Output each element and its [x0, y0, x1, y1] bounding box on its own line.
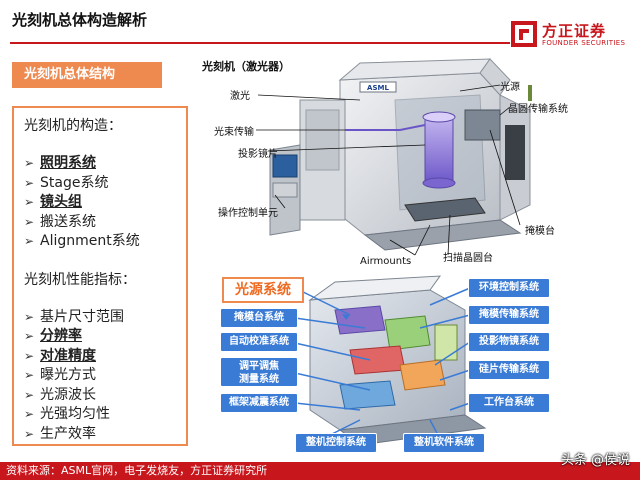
box-wafer-transport: 硅片传输系统 — [468, 360, 550, 380]
performance-item-label: 光强均匀性 — [40, 406, 110, 422]
box-work-stage: 工作台系统 — [468, 393, 550, 413]
label-wafer-transport: 晶圆传输系统 — [508, 104, 568, 115]
construction-panel: 光刻机的构造： ➢ 照明系统 ➢ Stage系统 ➢ 镜头组 ➢ 搬送系统 ➢ Alignment… — [12, 106, 188, 446]
performance-item-label: 对准精度 — [40, 347, 96, 364]
page-title: 光刻机总体构造解析 — [12, 11, 148, 29]
logo-text-cn: 方正证券 — [542, 22, 607, 40]
performance-item: ➢ 生产效率 — [24, 425, 186, 445]
title-divider — [10, 42, 510, 44]
arrow-right-icon: ➢ — [24, 214, 35, 229]
performance-item: ➢ 曝光方式 — [24, 366, 186, 386]
performance-item-label: 基片尺寸范围 — [40, 308, 124, 325]
arrow-right-icon: ➢ — [24, 368, 35, 382]
construction-item-label: 镜头组 — [40, 194, 82, 210]
performance-item: ➢ 光强均匀性 — [24, 405, 186, 425]
performance-item: ➢ 对准精度 — [24, 347, 186, 367]
label-wafer-stage: 扫描晶圆台 — [443, 253, 493, 264]
construction-item-label: 搬送系统 — [40, 213, 96, 230]
footer-bar — [0, 462, 640, 480]
logo-text-en: FOUNDER SECURITIES — [542, 39, 626, 47]
construction-list: ➢ 照明系统 ➢ Stage系统 ➢ 镜头组 ➢ 搬送系统 ➢ Alignment系统 — [24, 154, 186, 252]
construction-item: ➢ 搬送系统 — [24, 213, 186, 233]
section-tag: 光刻机总体结构 — [12, 62, 162, 88]
arrow-right-icon: ➢ — [24, 175, 35, 190]
lithography-machine-figure: ASML 光刻机（激光器） 激光 光源 晶圆传输系统 光束传输 投影镜片 操作控… — [200, 55, 640, 270]
construction-item: ➢ Stage系统 — [24, 174, 186, 194]
box-machine-software: 整机软件系统 — [403, 433, 485, 453]
performance-heading: 光刻机性能指标： — [24, 271, 136, 288]
label-beam-transport: 光束传输 — [214, 127, 254, 138]
subsystem-illustration — [294, 275, 487, 446]
arrow-right-icon: ➢ — [24, 426, 35, 441]
box-leveling-focus: 调平调焦 测量系统 — [220, 357, 298, 387]
box-environment-control: 环境控制系统 — [468, 278, 550, 298]
asml-brand-label: ASML — [367, 84, 389, 92]
arrow-right-icon: ➢ — [24, 348, 35, 363]
box-machine-control: 整机控制系统 — [295, 433, 377, 453]
arrow-right-icon: ➢ — [24, 407, 35, 421]
construction-item-label: Alignment系统 — [40, 233, 140, 249]
label-laser: 激光 — [230, 91, 250, 102]
performance-item: ➢ 光源波长 — [24, 386, 186, 406]
label-light-source: 光源 — [500, 82, 520, 93]
label-control-unit: 操作控制单元 — [218, 208, 278, 219]
performance-item: ➢ 分辨率 — [24, 327, 186, 347]
arrow-right-icon: ➢ — [24, 329, 35, 343]
subsystem-diagram — [200, 270, 640, 460]
source-note: 资料来源：ASML官网，电子发烧友，方正证券研究所 — [6, 464, 268, 477]
box-projection-objective: 投影物镜系统 — [468, 332, 550, 352]
construction-item: ➢ 镜头组 — [24, 193, 186, 213]
founder-logo: 方正证券 FOUNDER SECURITIES — [510, 20, 630, 52]
construction-item-label: Stage系统 — [40, 174, 109, 191]
label-projection-lens: 投影镜片 — [238, 149, 278, 160]
figure-caption: 光刻机（激光器） — [202, 60, 290, 73]
machine-illustration: ASML — [256, 58, 532, 256]
performance-item-label: 光源波长 — [40, 386, 96, 403]
construction-item-label: 照明系统 — [40, 155, 96, 171]
box-reticle-stage-system: 掩模台系统 — [220, 308, 298, 328]
label-airmounts: Airmounts — [360, 256, 412, 267]
performance-item-label: 生产效率 — [40, 425, 96, 442]
performance-item-label: 曝光方式 — [40, 367, 96, 383]
performance-list: ➢ 基片尺寸范围 ➢ 分辨率 ➢ 对准精度 ➢ 曝光方式 ➢ 光源波长 ➢ 光强均匀性 ➢ 生产效率 — [24, 308, 186, 445]
box-auto-calibration: 自动校准系统 — [220, 332, 298, 352]
box-frame-damping: 框架减震系统 — [220, 393, 298, 413]
arrow-right-icon: ➢ — [24, 156, 35, 170]
box-reticle-transport: 掩模传输系统 — [468, 305, 550, 325]
construction-item: ➢ 照明系统 — [24, 154, 186, 174]
founder-logo-icon — [511, 21, 537, 47]
arrow-right-icon: ➢ — [24, 195, 35, 209]
performance-item: ➢ 基片尺寸范围 — [24, 308, 186, 328]
arrow-right-icon: ➢ — [24, 309, 35, 324]
construction-heading: 光刻机的构造： — [24, 118, 122, 134]
light-source-title: 光源系统 — [222, 277, 304, 303]
watermark: 头条 @侯说 — [560, 453, 630, 468]
arrow-right-icon: ➢ — [24, 387, 35, 402]
label-reticle-stage: 掩模台 — [525, 226, 555, 237]
performance-item-label: 分辨率 — [40, 328, 82, 344]
construction-item: ➢ Alignment系统 — [24, 232, 186, 252]
arrow-right-icon: ➢ — [24, 234, 35, 248]
